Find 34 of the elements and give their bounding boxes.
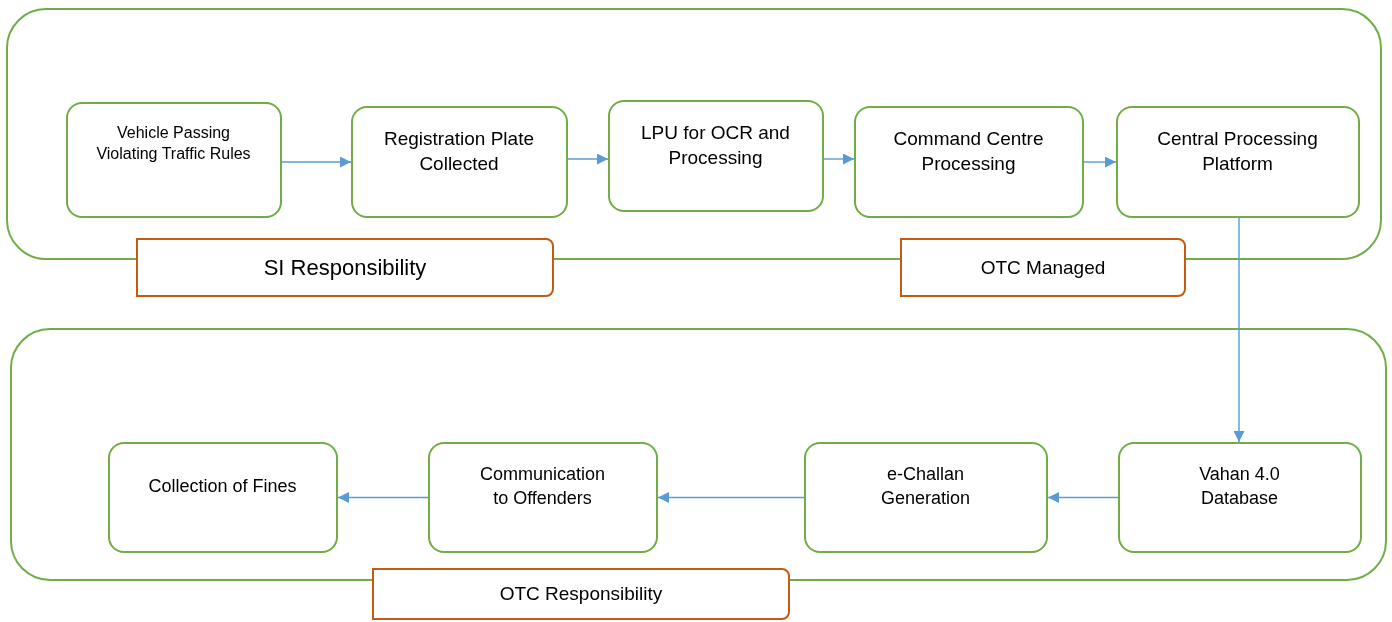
node-label: Collection of Fines (148, 474, 297, 498)
node-label: OTC Managed (980, 255, 1106, 280)
arrow (657, 492, 805, 503)
node-label: e-Challan Generation (879, 462, 972, 510)
node-label: OTC Responsibility (499, 582, 663, 607)
process-box (350, 105, 568, 218)
arrow (823, 153, 855, 165)
node-label: SI Responsibility (263, 253, 427, 282)
process-box (607, 99, 824, 212)
process-box (803, 441, 1048, 553)
process-box (1117, 441, 1362, 553)
process-box (1115, 105, 1360, 218)
process-box (65, 101, 282, 218)
arrow (281, 156, 352, 168)
node-label: Registration Plate Collected (384, 126, 534, 177)
role-tab (372, 568, 790, 620)
group-container (6, 8, 1382, 260)
node-label: Central Processing Platform (1156, 126, 1319, 177)
arrow (1083, 156, 1117, 168)
process-box (853, 105, 1084, 218)
group-container (10, 328, 1387, 581)
node-label: Vahan 4.0 Database (1198, 462, 1281, 510)
node-label: LPU for OCR and Processing (640, 120, 791, 171)
role-tab (136, 238, 554, 297)
process-box (427, 441, 658, 553)
node-label: Command Centre Processing (892, 126, 1045, 177)
arrow (1047, 492, 1119, 503)
node-label: Communication to Offenders (478, 462, 607, 510)
process-box (107, 441, 338, 553)
arrow (567, 153, 609, 165)
node-label: Vehicle Passing Violating Traffic Rules (95, 122, 252, 165)
arrow (1233, 217, 1245, 443)
arrow (337, 492, 429, 503)
role-tab (900, 238, 1186, 297)
